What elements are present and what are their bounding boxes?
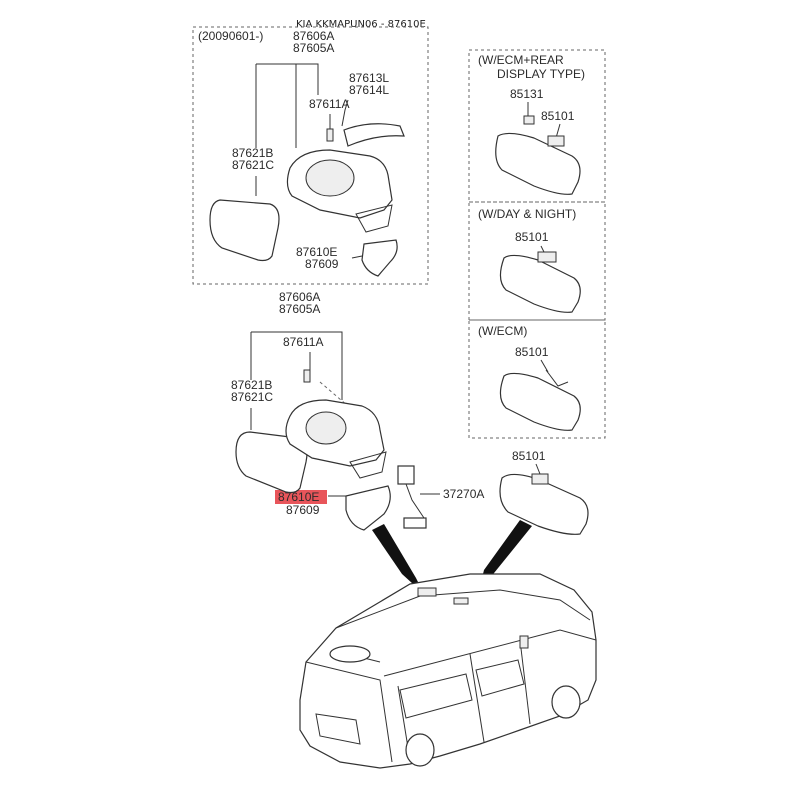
label-87610e-upper: 87610E <box>296 245 337 259</box>
harness-37270a <box>397 465 427 529</box>
label-87606a-lower: 87606A <box>279 290 320 304</box>
diagram-title: KIA KKMAPUN06 - 87610E <box>296 19 426 30</box>
panel2-title: (W/DAY & NIGHT) <box>478 207 576 221</box>
upper-cover-87613l <box>343 123 405 147</box>
panel1-mirror <box>495 132 581 195</box>
label-87605a-lower: 87605A <box>279 302 320 316</box>
panel1-label-85101: 85101 <box>541 109 575 123</box>
lower-mirror-housing <box>285 399 387 479</box>
panel3-title: (W/ECM) <box>478 324 527 338</box>
arrow-to-car-left <box>372 524 424 594</box>
label-87605a-upper: 87605A <box>293 41 334 55</box>
car-illustration <box>299 573 597 769</box>
right-panel-3 <box>468 319 606 439</box>
panel1-label-85131: 85131 <box>510 87 544 101</box>
panel1-sensor <box>523 115 535 125</box>
label-87611a-lower: 87611A <box>283 335 323 349</box>
label-87621b-lower: 87621B <box>231 378 272 392</box>
upper-screw <box>326 128 334 142</box>
lower-screw <box>303 369 311 383</box>
label-37270a: 37270A <box>443 487 484 501</box>
lower-cap-87610e <box>345 485 391 531</box>
label-87621b-upper: 87621B <box>232 146 273 160</box>
label-87621c-upper: 87621C <box>232 158 274 172</box>
upper-mirror-housing <box>286 149 393 233</box>
date-code-label: (20090601-) <box>198 29 263 43</box>
label-87621c-lower: 87621C <box>231 390 273 404</box>
upper-cap-87610e <box>361 239 398 277</box>
inside-mirror-label: 85101 <box>512 449 546 463</box>
panel2-label-85101: 85101 <box>515 230 549 244</box>
panel1-title-line1: (W/ECM+REAR <box>478 53 564 67</box>
label-87609-lower: 87609 <box>286 503 320 517</box>
highlight-box <box>275 490 327 504</box>
panel3-label-85101: 85101 <box>515 345 549 359</box>
label-87614l: 87614L <box>349 83 389 97</box>
lower-leader-lines <box>250 331 440 497</box>
inside-mirror <box>499 473 589 535</box>
right-panel-2 <box>468 201 606 321</box>
panel2-mirror <box>499 251 581 313</box>
upper-mirror-glass <box>209 199 280 262</box>
label-87613l: 87613L <box>349 71 389 85</box>
panel1-title-line2: DISPLAY TYPE) <box>497 67 585 81</box>
label-87606a-upper: 87606A <box>293 29 334 43</box>
upper-leader-lines <box>255 63 363 259</box>
label-87610e-lower[interactable]: 87610E <box>278 490 319 504</box>
panel3-mirror <box>499 369 581 431</box>
label-87609-upper: 87609 <box>305 257 339 271</box>
label-87611a-upper: 87611A <box>309 97 349 111</box>
